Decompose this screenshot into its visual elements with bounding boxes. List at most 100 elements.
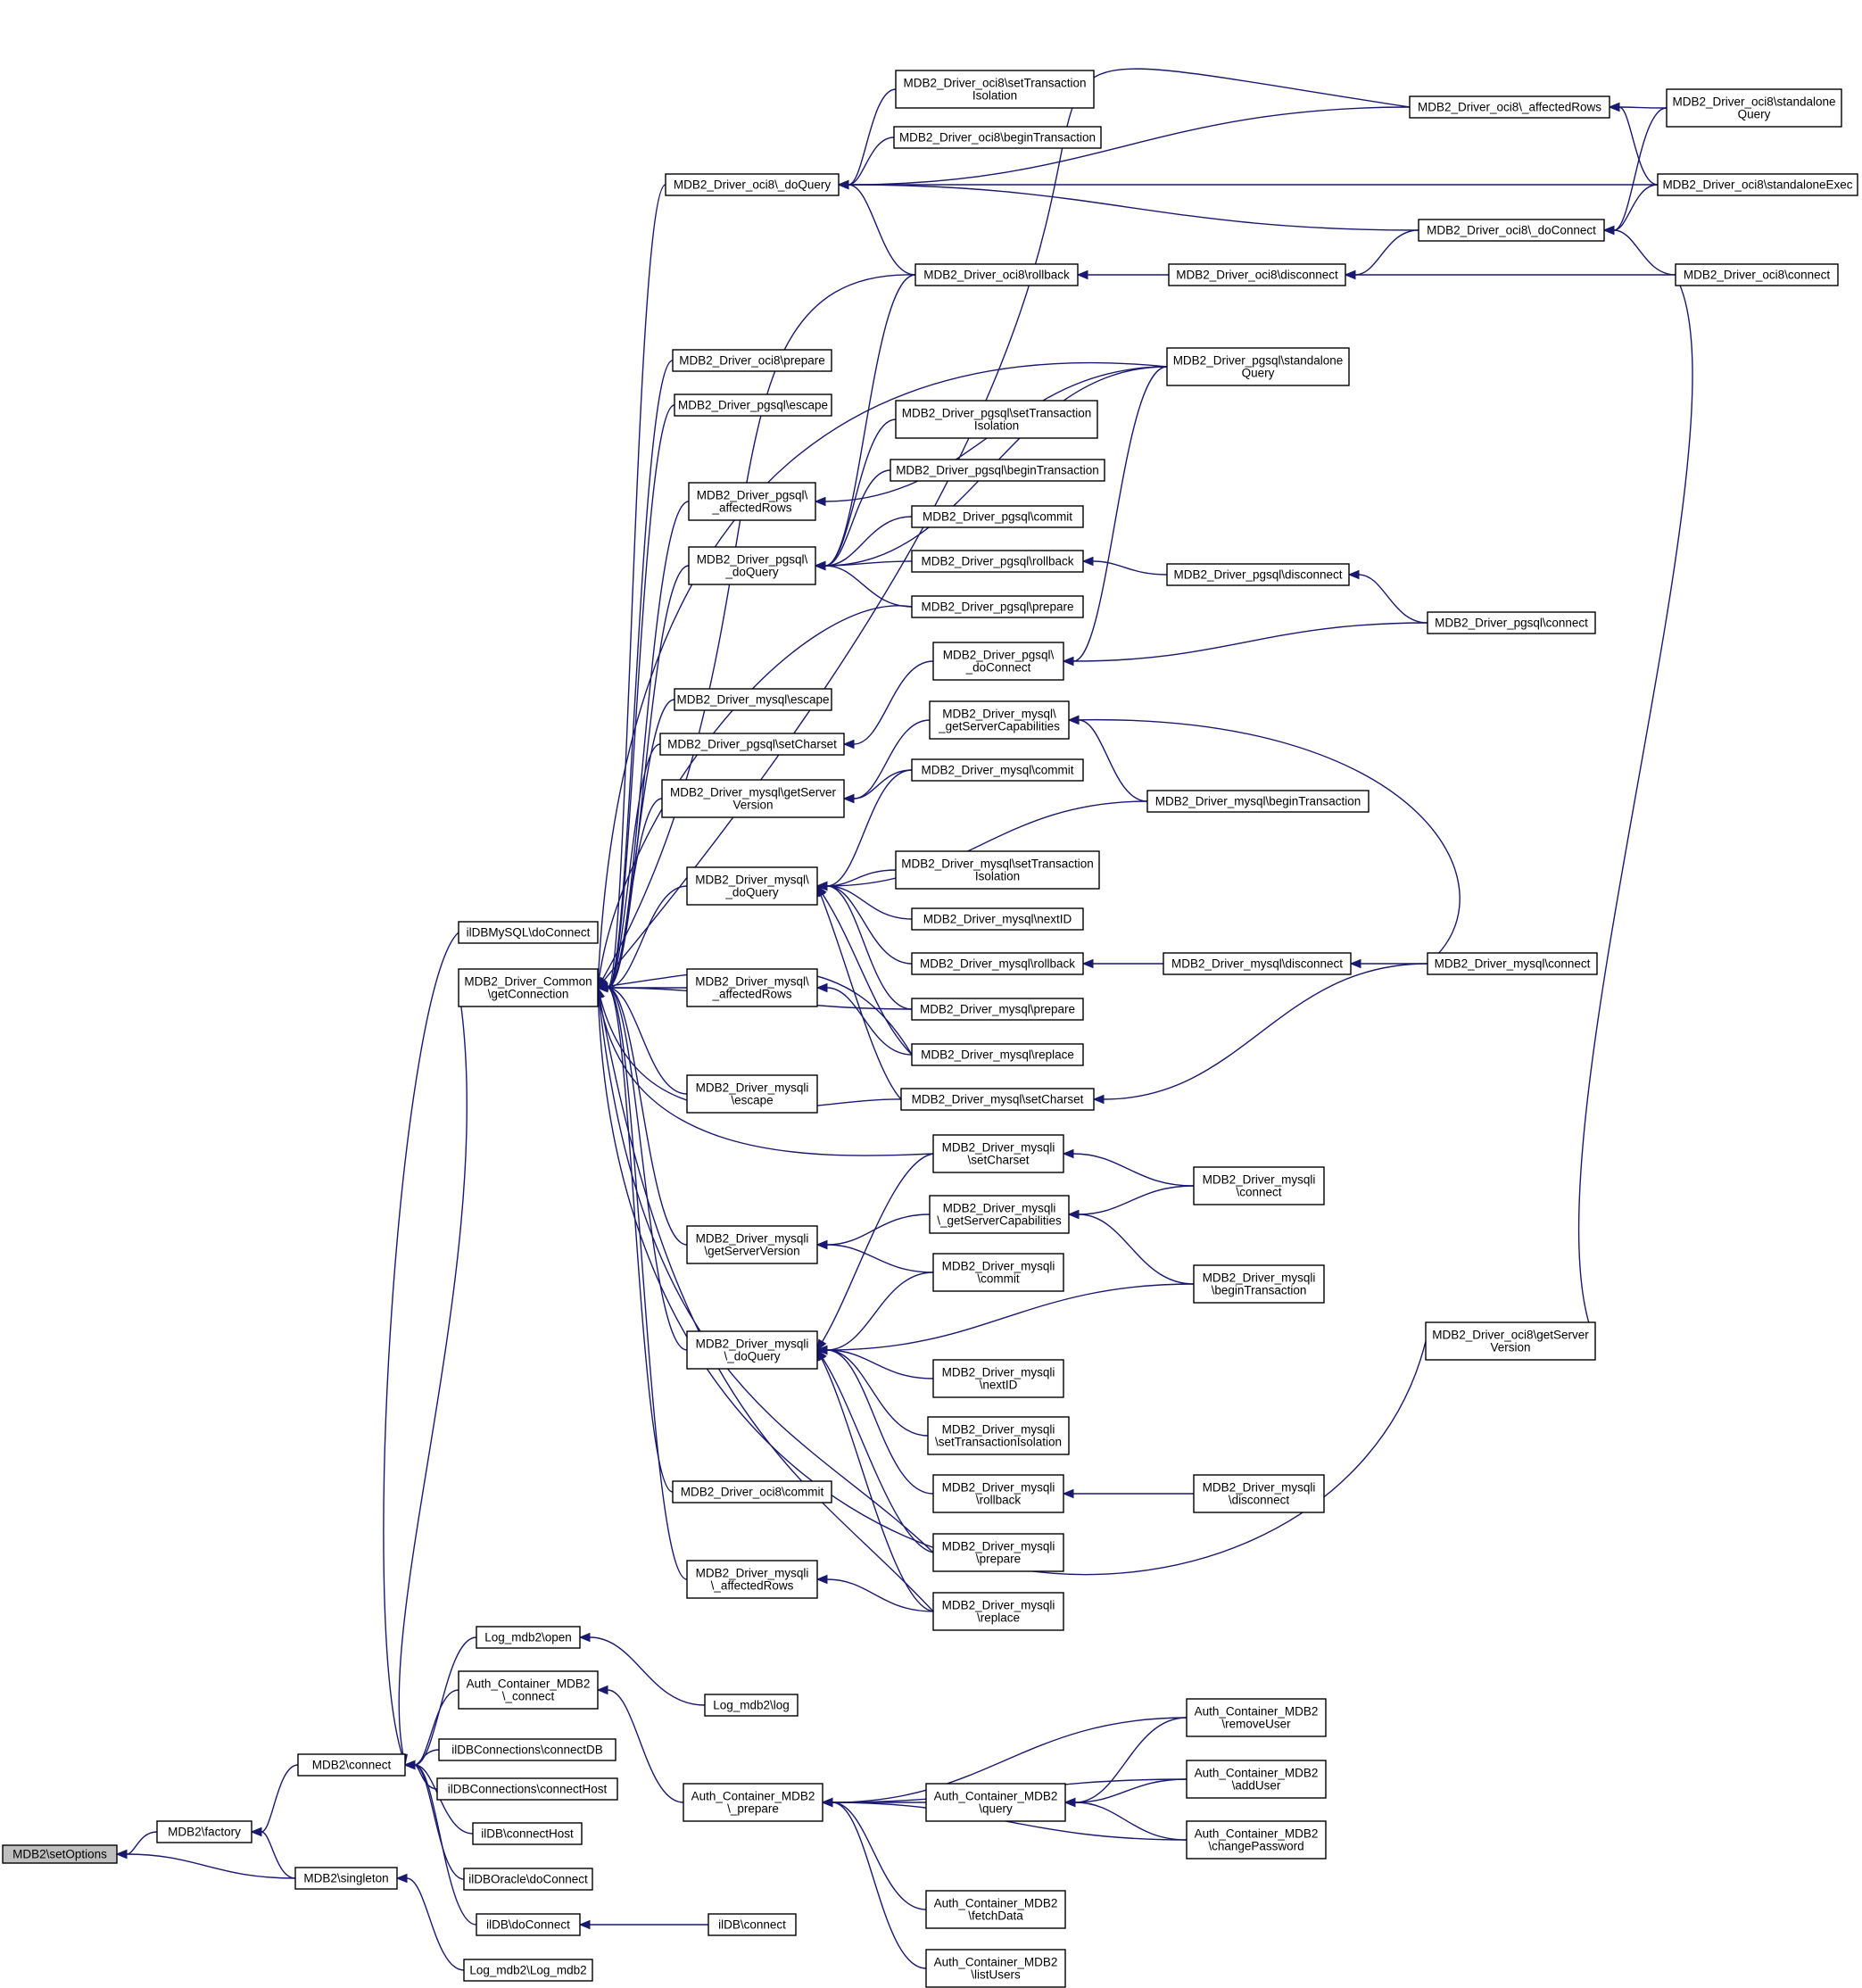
node-connectDB[interactable]: ilDBConnections\connectDB [438, 1738, 617, 1761]
edge-line [824, 516, 913, 567]
node-layer: MDB2\setOptions MDB2\factoryMDB2\singleto… [2, 70, 1858, 1988]
node-oci8_prepare[interactable]: MDB2_Driver_oci8\prepare [672, 349, 832, 372]
node-oci8_doConnect[interactable]: MDB2_Driver_oci8\_doConnect [1418, 219, 1605, 242]
node-mysql_rollback[interactable]: MDB2_Driver_mysql\rollback [911, 952, 1084, 975]
edge-line [383, 932, 459, 1756]
edge-mysql_setTI-to-mysql_doQuery [815, 869, 897, 891]
node-mysqli_beginT[interactable]: MDB2_Driver_mysqli\beginTransaction [1193, 1264, 1325, 1304]
node-mysql_commit[interactable]: MDB2_Driver_mysql\commit [911, 758, 1084, 782]
node-mysql_replace[interactable]: MDB2_Driver_mysql\replace [911, 1043, 1084, 1066]
node-pgsql_prepare[interactable]: MDB2_Driver_pgsql\prepare [911, 595, 1084, 618]
node-mysqli_setTI[interactable]: MDB2_Driver_mysqli\setTransactionIsolati… [927, 1416, 1070, 1455]
node-mysqli_rollback[interactable]: MDB2_Driver_mysqli\rollback [932, 1474, 1064, 1513]
node-box [688, 546, 816, 585]
node-mysqli_escape[interactable]: MDB2_Driver_mysqli\escape [686, 1074, 818, 1114]
node-oci8_connect[interactable]: MDB2_Driver_oci8\connect [1675, 263, 1839, 286]
node-mysqli_getServerCap[interactable]: MDB2_Driver_mysqli\_getServerCapabilitie… [929, 1195, 1070, 1234]
node-pgsql_doQuery[interactable]: MDB2_Driver_pgsql\_doQuery [688, 546, 816, 585]
node-oci8_getServerVersion[interactable]: MDB2_Driver_oci8\getServerVersion [1425, 1321, 1596, 1361]
node-pgsql_beginT[interactable]: MDB2_Driver_pgsql\beginTransaction [890, 459, 1105, 482]
node-pgsql_commit[interactable]: MDB2_Driver_pgsql\commit [911, 505, 1084, 528]
node-label: \addUser [1232, 1779, 1281, 1793]
node-ilDBMySQL_doConnect[interactable]: ilDBMySQL\doConnect [458, 921, 599, 944]
node-auth_query[interactable]: Auth_Container_MDB2\query [925, 1783, 1066, 1822]
node-oci8_setTI[interactable]: MDB2_Driver_oci8\setTransactionIsolation [895, 70, 1095, 109]
node-mysqli_setCharset[interactable]: MDB2_Driver_mysqli\setCharset [932, 1134, 1064, 1173]
edge-line [1078, 719, 1461, 965]
node-oci8_standaloneExec[interactable]: MDB2_Driver_oci8\standaloneExec [1657, 173, 1858, 196]
node-auth_addUser[interactable]: Auth_Container_MDB2\addUser [1186, 1760, 1327, 1799]
node-label: MDB2_Driver_mysql\beginTransaction [1155, 795, 1361, 808]
node-auth_connect[interactable]: Auth_Container_MDB2\_connect [458, 1670, 599, 1710]
node-oci8_affectedRows[interactable]: MDB2_Driver_oci8\_affectedRows [1409, 95, 1610, 119]
node-pgsql_connect[interactable]: MDB2_Driver_pgsql\connect [1427, 611, 1596, 634]
node-singleton[interactable]: MDB2\singleton [294, 1867, 398, 1890]
node-mysql_beginT[interactable]: MDB2_Driver_mysql\beginTransaction [1146, 790, 1370, 813]
node-label: MDB2_Driver_mysql\ [942, 708, 1056, 721]
node-mysqli_disconnect[interactable]: MDB2_Driver_mysqli\disconnect [1193, 1474, 1325, 1513]
node-mysql_nextID[interactable]: MDB2_Driver_mysql\nextID [911, 907, 1084, 931]
edge-pgsql_setTI-to-pgsql_doQuery [814, 418, 897, 571]
node-oci8_doQuery[interactable]: MDB2_Driver_oci8\_doQuery [665, 173, 840, 196]
node-ilDB_connect[interactable]: ilDB\connect [708, 1913, 797, 1936]
node-auth_fetchData[interactable]: Auth_Container_MDB2\fetchData [925, 1890, 1066, 1929]
node-mysqli_prepare[interactable]: MDB2_Driver_mysqli\prepare [932, 1533, 1064, 1572]
node-auth_listUsers[interactable]: Auth_Container_MDB2\listUsers [925, 1949, 1066, 1988]
node-pgsql_rollback[interactable]: MDB2_Driver_pgsql\rollback [911, 550, 1084, 573]
node-setOptions[interactable]: MDB2\setOptions [2, 1844, 118, 1864]
node-mysql_setTI[interactable]: MDB2_Driver_mysql\setTransactionIsolatio… [895, 850, 1100, 890]
node-mysqli_nextID[interactable]: MDB2_Driver_mysqli\nextID [932, 1359, 1064, 1398]
node-mysqli_connect[interactable]: MDB2_Driver_mysqli\connect [1193, 1166, 1325, 1205]
node-pgsql_disconnect[interactable]: MDB2_Driver_pgsql\disconnect [1166, 563, 1350, 586]
node-box [911, 907, 1084, 931]
node-auth_removeUser[interactable]: Auth_Container_MDB2\removeUser [1186, 1698, 1327, 1737]
edge-ilDB_connect-to-ilDB_doConnect [578, 1919, 708, 1930]
node-auth_prepare[interactable]: Auth_Container_MDB2\_prepare [683, 1783, 823, 1822]
edge-log_log-to-log_open [578, 1632, 706, 1706]
node-oci8_commit[interactable]: MDB2_Driver_oci8\commit [672, 1480, 832, 1503]
node-log_mdb2[interactable]: Log_mdb2\Log_mdb2 [463, 1959, 593, 1982]
node-log_log[interactable]: Log_mdb2\log [704, 1694, 799, 1717]
node-mysql_getServerCap[interactable]: MDB2_Driver_mysql\_getServerCapabilities [929, 700, 1070, 740]
node-pgsql_affectedRows[interactable]: MDB2_Driver_pgsql\_affectedRows [688, 482, 816, 521]
node-auth_changePassword[interactable]: Auth_Container_MDB2\changePassword [1186, 1820, 1327, 1860]
node-mysql_prepare[interactable]: MDB2_Driver_mysql\prepare [911, 998, 1084, 1021]
node-pgsql_setCharset[interactable]: MDB2_Driver_pgsql\setCharset [659, 733, 845, 756]
node-box [476, 1626, 581, 1649]
node-mysql_disconnect[interactable]: MDB2_Driver_mysql\disconnect [1163, 952, 1352, 975]
node-oci8_disconnect[interactable]: MDB2_Driver_oci8\disconnect [1168, 263, 1346, 286]
edge-line [826, 1283, 1195, 1351]
node-oci8_beginT[interactable]: MDB2_Driver_oci8\beginTransaction [893, 126, 1102, 149]
node-ilDB_doConnect[interactable]: ilDB\doConnect [476, 1913, 581, 1936]
node-connect[interactable]: MDB2\connect [297, 1753, 406, 1777]
node-mysqli_getServerVersion[interactable]: MDB2_Driver_mysqli\getServerVersion [686, 1225, 818, 1264]
node-oci8_rollback[interactable]: MDB2_Driver_oci8\rollback [914, 263, 1079, 286]
node-mysql_escape[interactable]: MDB2_Driver_mysql\escape [674, 688, 832, 711]
node-mysql_doQuery[interactable]: MDB2_Driver_mysql\_doQuery [686, 866, 818, 906]
node-getConnection[interactable]: MDB2_Driver_Common\getConnection [458, 968, 599, 1007]
node-connectHost2[interactable]: ilDBConnections\connectHost [436, 1777, 618, 1801]
node-mysqli_replace[interactable]: MDB2_Driver_mysqli\replace [932, 1592, 1064, 1631]
node-factory[interactable]: MDB2\factory [156, 1820, 252, 1843]
node-pgsql_setTI[interactable]: MDB2_Driver_pgsql\setTransactionIsolatio… [895, 400, 1098, 439]
node-log_open[interactable]: Log_mdb2\open [476, 1626, 581, 1649]
node-mysql_getServerVersion[interactable]: MDB2_Driver_mysql\getServerVersion [661, 779, 845, 818]
node-mysqli_affectedRows[interactable]: MDB2_Driver_mysqli\_affectedRows [686, 1560, 818, 1599]
edge-line [826, 987, 913, 1056]
node-pgsql_escape[interactable]: MDB2_Driver_pgsql\escape [674, 393, 832, 417]
edge-line [822, 1153, 934, 1342]
node-mysqli_doQuery[interactable]: MDB2_Driver_mysqli\_doQuery [686, 1330, 818, 1370]
node-label: Version [1490, 1341, 1530, 1354]
node-pgsql_doConnect[interactable]: MDB2_Driver_pgsql\_doConnect [932, 642, 1064, 681]
node-ilDB_connectHost[interactable]: ilDB\connectHost [472, 1822, 583, 1845]
node-ilDBOracle_doConnect[interactable]: ilDBOracle\doConnect [463, 1868, 593, 1891]
node-label: ilDB\connectHost [481, 1827, 574, 1841]
node-mysql_affectedRows[interactable]: MDB2_Driver_mysql\_affectedRows [686, 968, 818, 1007]
node-mysqli_commit[interactable]: MDB2_Driver_mysqli\commit [932, 1253, 1064, 1292]
edge-line [820, 894, 902, 1100]
node-mysql_connect[interactable]: MDB2_Driver_mysql\connect [1427, 952, 1598, 975]
node-label: \setTransactionIsolation [935, 1436, 1062, 1449]
node-mysql_setCharset[interactable]: MDB2_Driver_mysql\setCharset [900, 1088, 1095, 1111]
